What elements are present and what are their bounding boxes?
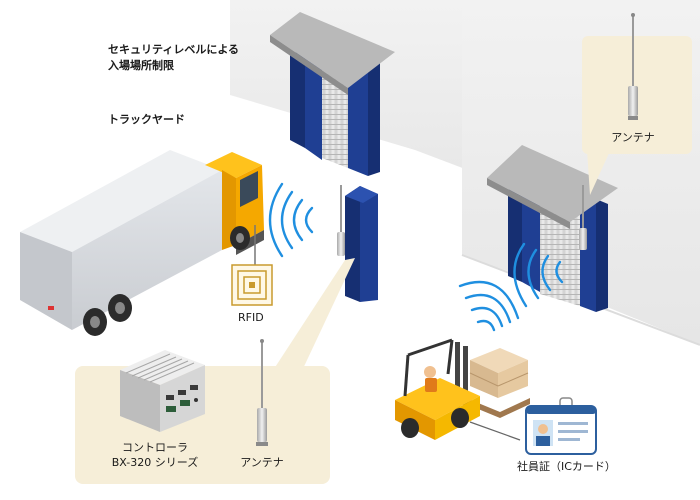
controller-label-line2: BX-320 シリーズ [111, 456, 199, 469]
employee-id-label: 社員証（ICカード） [517, 460, 616, 473]
antenna-bottom [256, 339, 268, 446]
radio-waves-forklift [458, 280, 520, 332]
gate-pillar [345, 186, 378, 302]
rfid-tag [231, 225, 273, 306]
security-label-line1: セキュリティレベルによる [108, 43, 240, 56]
controller-device [120, 350, 205, 432]
loading-dock-door-right [487, 145, 618, 312]
security-label-line2: 入場場所制限 [108, 59, 174, 72]
truck [20, 150, 264, 336]
loading-dock-door-left [270, 12, 395, 176]
awning-left [270, 12, 395, 88]
employee-id-card [469, 397, 597, 455]
radio-waves-door [513, 242, 564, 308]
awning-right [487, 145, 618, 222]
forklift [395, 338, 530, 440]
rfid-label: RFID [238, 311, 264, 324]
radio-waves-gate [268, 182, 314, 258]
antenna-top-right-label: アンテナ [611, 131, 655, 144]
truck-yard-label: トラックヤード [108, 113, 185, 126]
gate-antenna [337, 185, 345, 256]
antenna-bottom-label: アンテナ [240, 456, 284, 469]
controller-label-line1: コントローラ [122, 441, 188, 454]
callout-antenna-top-right [582, 13, 692, 195]
